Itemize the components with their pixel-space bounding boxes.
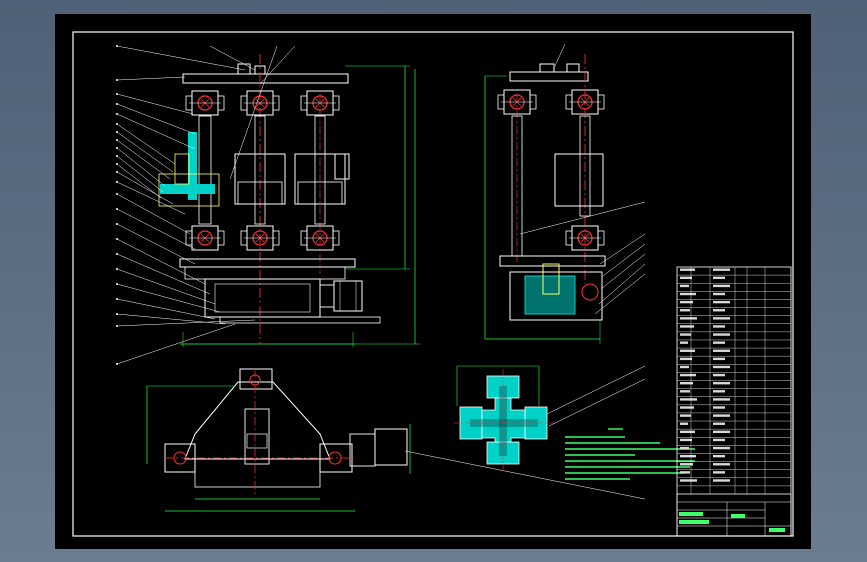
parts-row-text [713, 382, 730, 385]
parts-list [676, 266, 792, 537]
top-view [146, 368, 646, 512]
parts-row-text [713, 438, 725, 442]
drawing-sheet[interactable] [55, 14, 811, 549]
parts-row-text [680, 463, 693, 466]
parts-row-text [713, 471, 725, 474]
parts-row-text [713, 341, 725, 344]
parts-row-text [680, 300, 693, 304]
parts-row-text [680, 309, 690, 312]
parts-row-text [713, 284, 730, 288]
cross-section [453, 365, 646, 472]
technical-notes [565, 428, 695, 480]
parts-row-text [680, 446, 689, 450]
parts-row-text [713, 268, 730, 271]
parts-row-text [680, 406, 694, 409]
parts-row-text [713, 390, 725, 393]
parts-row-text [680, 325, 694, 328]
parts-row-text [680, 333, 691, 336]
parts-row-text [680, 414, 691, 417]
parts-row-text [680, 479, 697, 482]
parts-row-text [713, 357, 725, 361]
parts-row-text [713, 333, 730, 336]
parts-row-text [680, 276, 692, 280]
parts-row-text [713, 276, 725, 280]
parts-row-text [713, 309, 725, 312]
parts-row-text [713, 300, 730, 304]
parts-row-text [713, 398, 730, 401]
parts-row-text [680, 390, 690, 393]
parts-row-text [680, 349, 695, 352]
parts-row-text [713, 365, 730, 369]
cross-joint-icon [453, 369, 555, 472]
parts-row-text [713, 373, 725, 377]
parts-row-text [713, 317, 730, 320]
assembly-drawing[interactable] [55, 14, 811, 549]
front-view [116, 45, 420, 365]
parts-row-text [713, 406, 725, 409]
parts-row-text [680, 373, 696, 377]
parts-row-text [680, 365, 689, 369]
parts-row-text [713, 325, 725, 328]
parts-row-text [713, 292, 725, 296]
parts-row-text [680, 317, 697, 320]
parts-row-text [713, 463, 730, 466]
parts-row-text [680, 382, 693, 385]
parts-row-text [680, 292, 696, 296]
parts-row-text [680, 438, 692, 442]
parts-row-text [680, 430, 695, 434]
parts-row-text [713, 479, 730, 482]
parts-row-text [713, 349, 730, 352]
parts-row-text [713, 422, 725, 425]
parts-row-text [713, 454, 725, 458]
parts-row-text [713, 430, 730, 434]
parts-row-text [680, 398, 697, 401]
parts-row-text [680, 471, 690, 474]
parts-row-text [680, 454, 696, 458]
parts-row-text [713, 446, 730, 450]
parts-row-text [680, 357, 692, 361]
parts-row-text [680, 284, 689, 288]
parts-row-text [680, 268, 695, 271]
parts-row-text [713, 414, 730, 417]
parts-row-text [680, 422, 688, 425]
parts-row-text [680, 341, 688, 344]
side-view [484, 43, 646, 344]
